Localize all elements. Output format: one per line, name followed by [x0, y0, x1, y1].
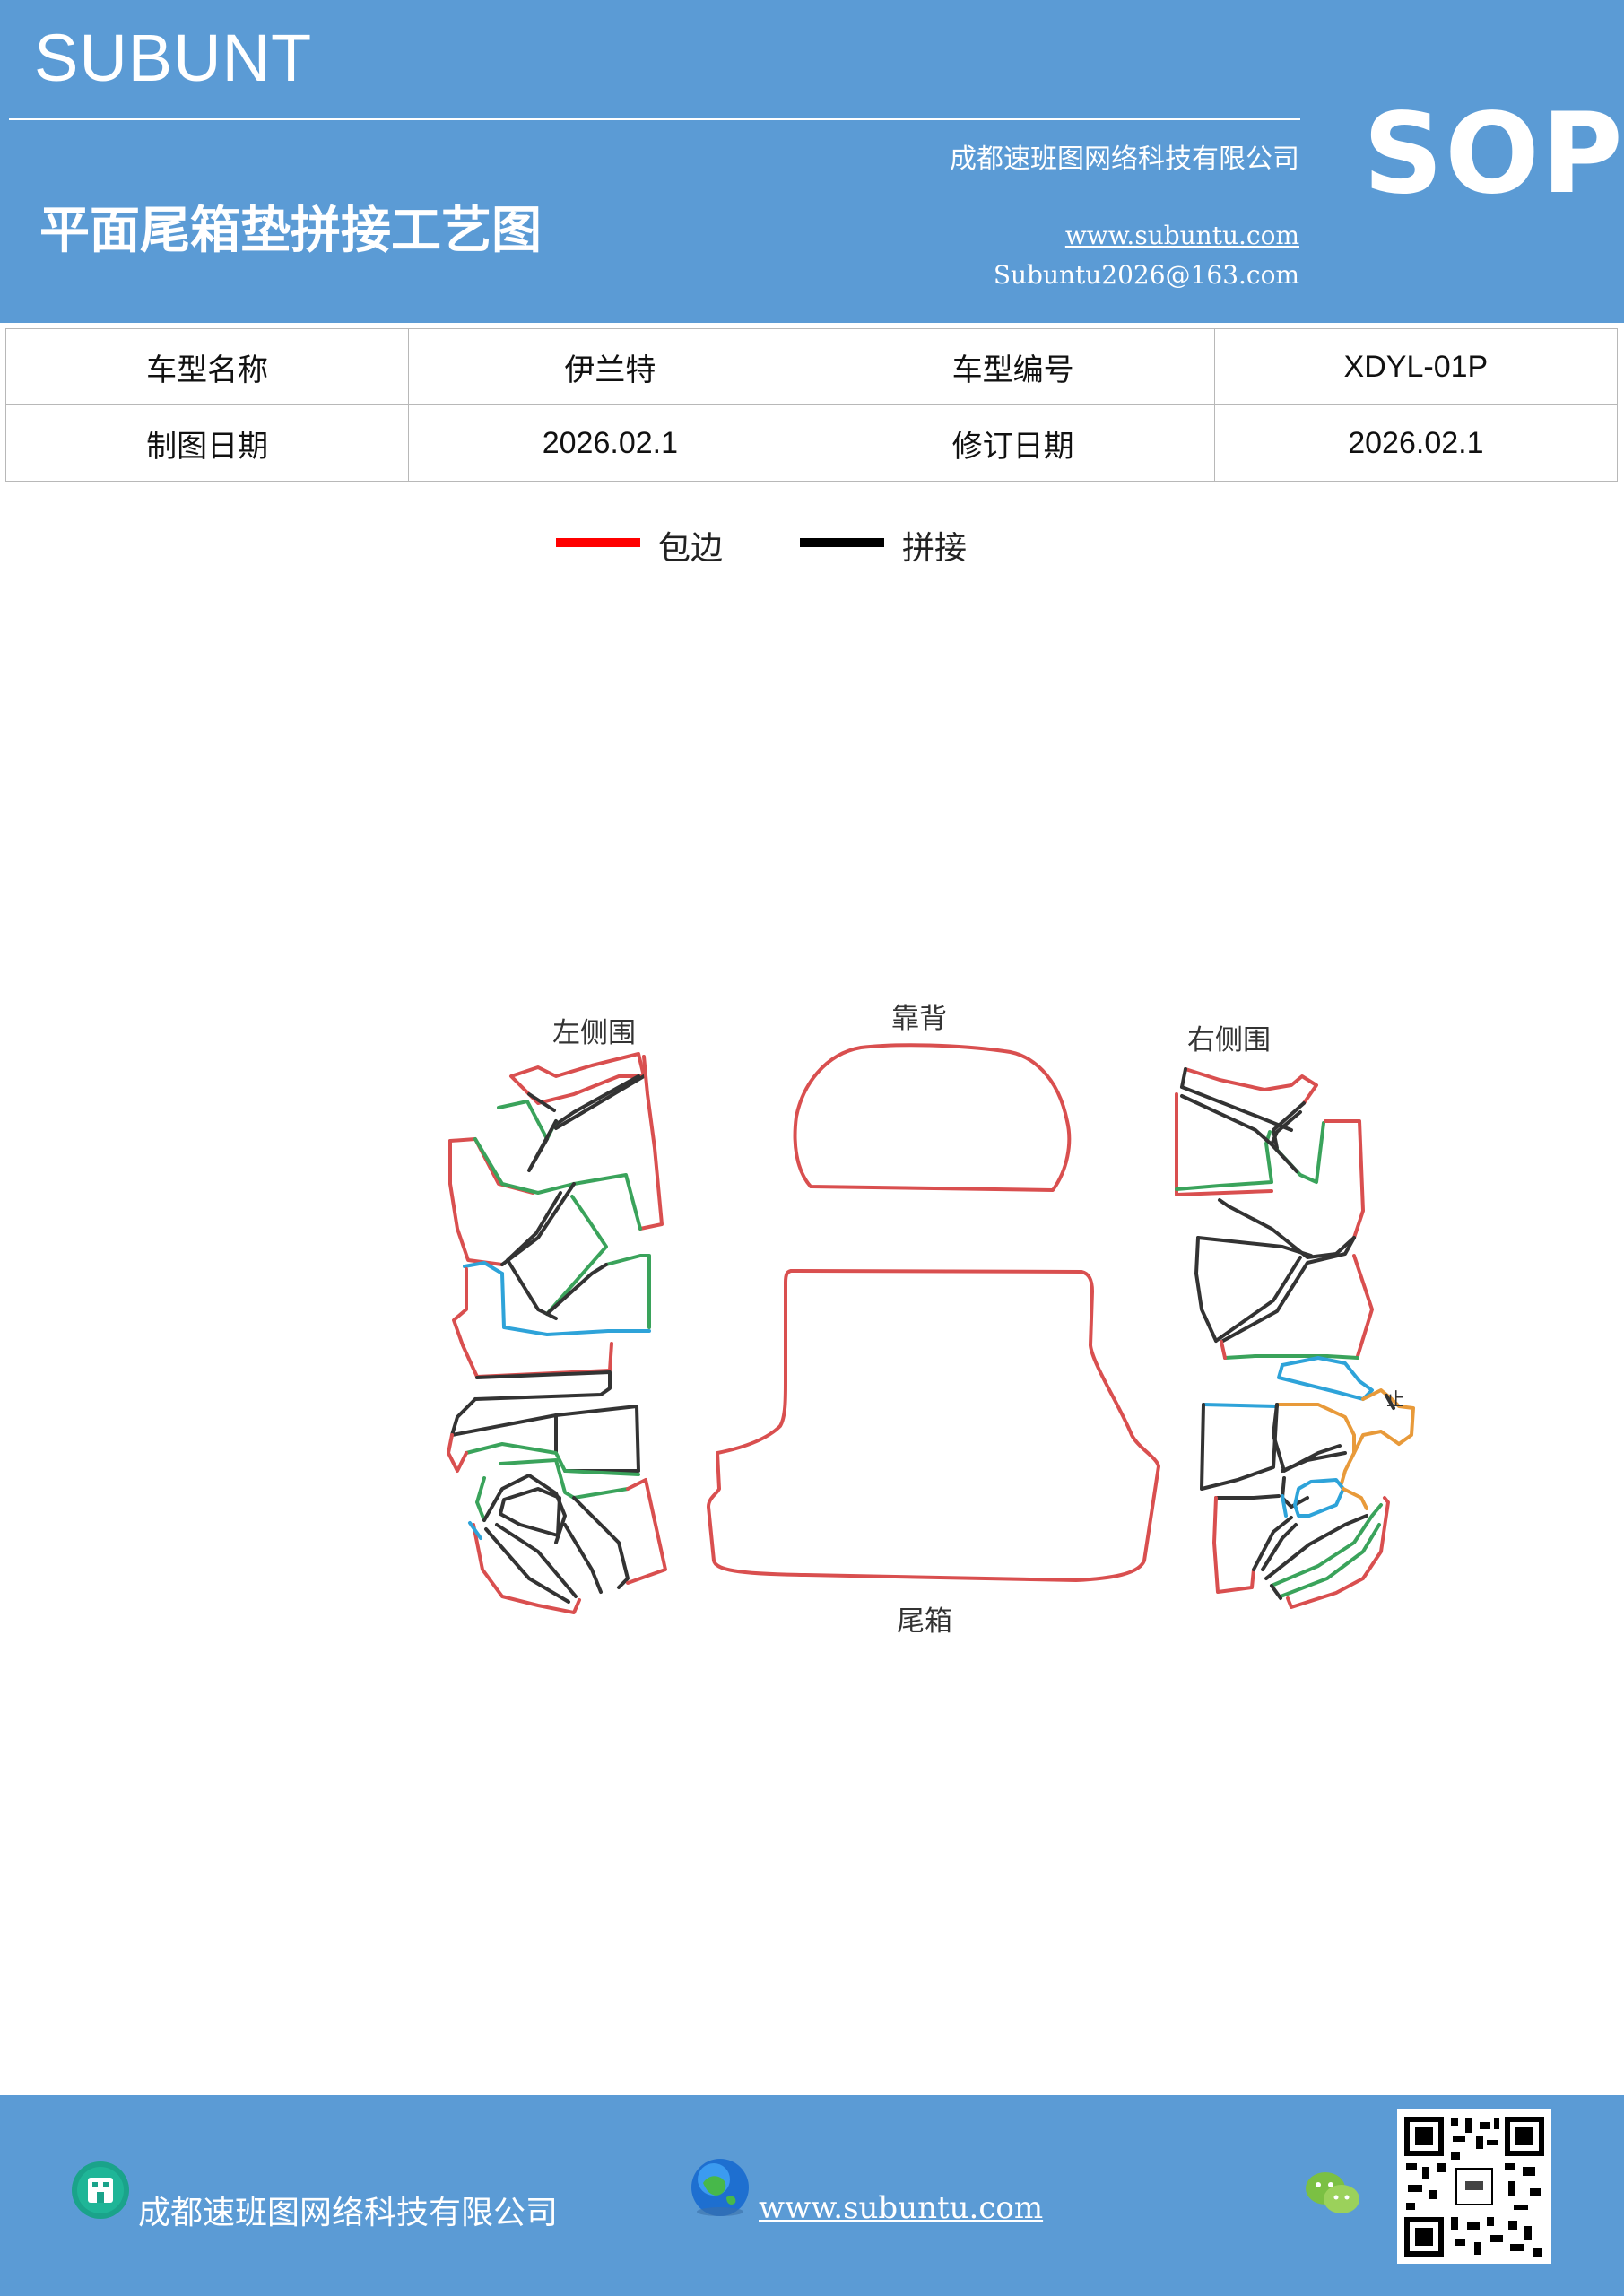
header-website-link[interactable]: www.subuntu.com	[1064, 221, 1299, 250]
vehicle-info-table: 车型名称 伊兰特 车型编号 XDYL-01P 制图日期 2026.02.1 修订…	[4, 328, 1619, 482]
building-icon	[72, 2161, 129, 2219]
legend-label-edge: 包边	[658, 530, 724, 567]
qr-code[interactable]	[1397, 2109, 1551, 2264]
revision-date-value: 2026.02.1	[1213, 404, 1619, 482]
brand-name: SUBUNT	[34, 21, 313, 95]
footer-company-name: 成都速班图网络科技有限公司	[138, 2195, 559, 2231]
document-title: 平面尾箱垫拼接工艺图	[39, 201, 542, 260]
header-divider	[9, 118, 1300, 120]
backrest-piece	[793, 1043, 1072, 1192]
legend-label-seam: 拼接	[902, 530, 968, 567]
header-email[interactable]: Subuntu2026@163.com	[993, 260, 1299, 290]
model-name-value: 伊兰特	[408, 328, 812, 405]
legend-swatch-edge	[556, 538, 640, 547]
legend: 包边 拼接	[0, 522, 1624, 576]
qr-code-pattern	[1404, 2117, 1544, 2257]
globe-icon	[691, 2159, 749, 2216]
left-side-pieces	[447, 1052, 667, 1614]
footer-website-link[interactable]: www.subuntu.com	[759, 2190, 1044, 2226]
label-right-side: 右侧围	[1187, 1024, 1271, 1057]
footer-banner: 成都速班图网络科技有限公司 www.subuntu.com	[0, 2095, 1624, 2296]
table-row: 制图日期 2026.02.1 修订日期 2026.02.1	[4, 404, 1619, 482]
trunk-piece	[707, 1269, 1160, 1582]
model-code-label: 车型编号	[811, 328, 1215, 405]
model-code-value: XDYL-01P	[1213, 328, 1619, 405]
label-left-side: 左侧围	[552, 1017, 636, 1049]
wechat-icon	[1306, 2172, 1359, 2213]
draw-date-label: 制图日期	[4, 404, 410, 482]
legend-swatch-seam	[800, 538, 884, 547]
right-side-pieces	[1175, 1067, 1415, 1609]
table-row: 车型名称 伊兰特 车型编号 XDYL-01P	[4, 328, 1619, 405]
draw-date-value: 2026.02.1	[408, 404, 812, 482]
header-banner: SUBUNT SOP 平面尾箱垫拼接工艺图 成都速班图网络科技有限公司 www.…	[0, 0, 1624, 323]
header-company-name: 成都速班图网络科技有限公司	[950, 144, 1299, 175]
sop-badge: SOP	[1363, 90, 1624, 219]
revision-date-label: 修订日期	[811, 404, 1215, 482]
label-stop-mark: 止	[1386, 1388, 1404, 1410]
label-trunk: 尾箱	[897, 1605, 952, 1638]
label-backrest: 靠背	[891, 1003, 947, 1035]
model-name-label: 车型名称	[4, 328, 410, 405]
